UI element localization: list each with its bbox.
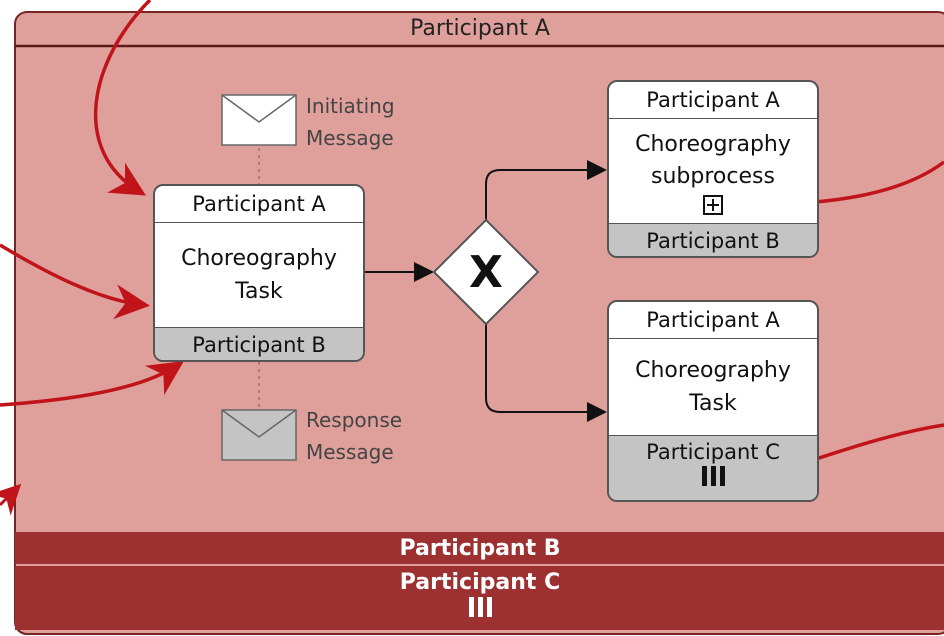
pool-band-c-label: Participant C — [399, 570, 561, 595]
annotation-arrow-6 — [0, 483, 22, 516]
initiating-message-label: Initiating Message — [306, 90, 395, 154]
subprocess-name: Choreography subprocess — [609, 119, 817, 223]
expand-plus-icon[interactable] — [703, 194, 723, 215]
pool-title-participant-a: Participant A — [410, 15, 550, 41]
task-multi-name-line2: Task — [689, 391, 737, 416]
task-multi-initiator: Participant A — [609, 302, 817, 339]
task-multi-name: Choreography Task — [609, 339, 817, 435]
task-multi-receiver-label: Participant C — [646, 440, 780, 464]
response-label-line1: Response — [306, 408, 403, 432]
subprocess-initiator: Participant A — [609, 82, 817, 119]
annotation-arrow-3 — [0, 361, 184, 407]
flow-gateway-to-multi-task — [485, 324, 607, 422]
initiating-label-line2: Message — [306, 126, 394, 150]
task-main-initiator: Participant A — [155, 186, 363, 223]
response-envelope-icon — [221, 409, 297, 461]
exclusive-gateway — [432, 218, 540, 326]
task-multi-receiver: Participant C — [609, 435, 817, 500]
choreography-task-multi[interactable]: Participant A Choreography Task Particip… — [607, 300, 819, 502]
pool-band-b-label: Participant B — [399, 535, 561, 561]
task-main-name: Choreography Task — [155, 223, 363, 327]
pool-band-participant-c: Participant C — [15, 566, 944, 630]
task-main-name-line2: Task — [235, 279, 283, 304]
gateway-symbol: X — [469, 246, 503, 298]
pool-band-participant-b: Participant B — [15, 532, 944, 564]
multi-instance-marker-icon — [701, 466, 725, 486]
annotation-arrow-2 — [0, 243, 150, 320]
task-multi-name-line1: Choreography — [635, 358, 791, 383]
subprocess-name-line2: subprocess — [651, 163, 775, 189]
task-main-receiver: Participant B — [155, 327, 363, 360]
subprocess-receiver: Participant B — [609, 223, 817, 256]
initiating-label-line1: Initiating — [306, 94, 395, 118]
choreography-subprocess[interactable]: Participant A Choreography subprocess Pa… — [607, 80, 819, 258]
pool-multi-instance-marker-icon — [468, 597, 492, 617]
choreography-task-main[interactable]: Participant A Choreography Task Particip… — [153, 184, 365, 362]
initiating-envelope-icon — [221, 94, 297, 146]
flow-gateway-to-subprocess — [485, 160, 607, 220]
subprocess-name-line1: Choreography — [635, 132, 791, 157]
response-label-line2: Message — [306, 440, 394, 464]
response-message-label: Response Message — [306, 404, 402, 468]
annotation-arrow-1 — [94, 0, 152, 196]
task-main-name-line1: Choreography — [181, 246, 337, 271]
